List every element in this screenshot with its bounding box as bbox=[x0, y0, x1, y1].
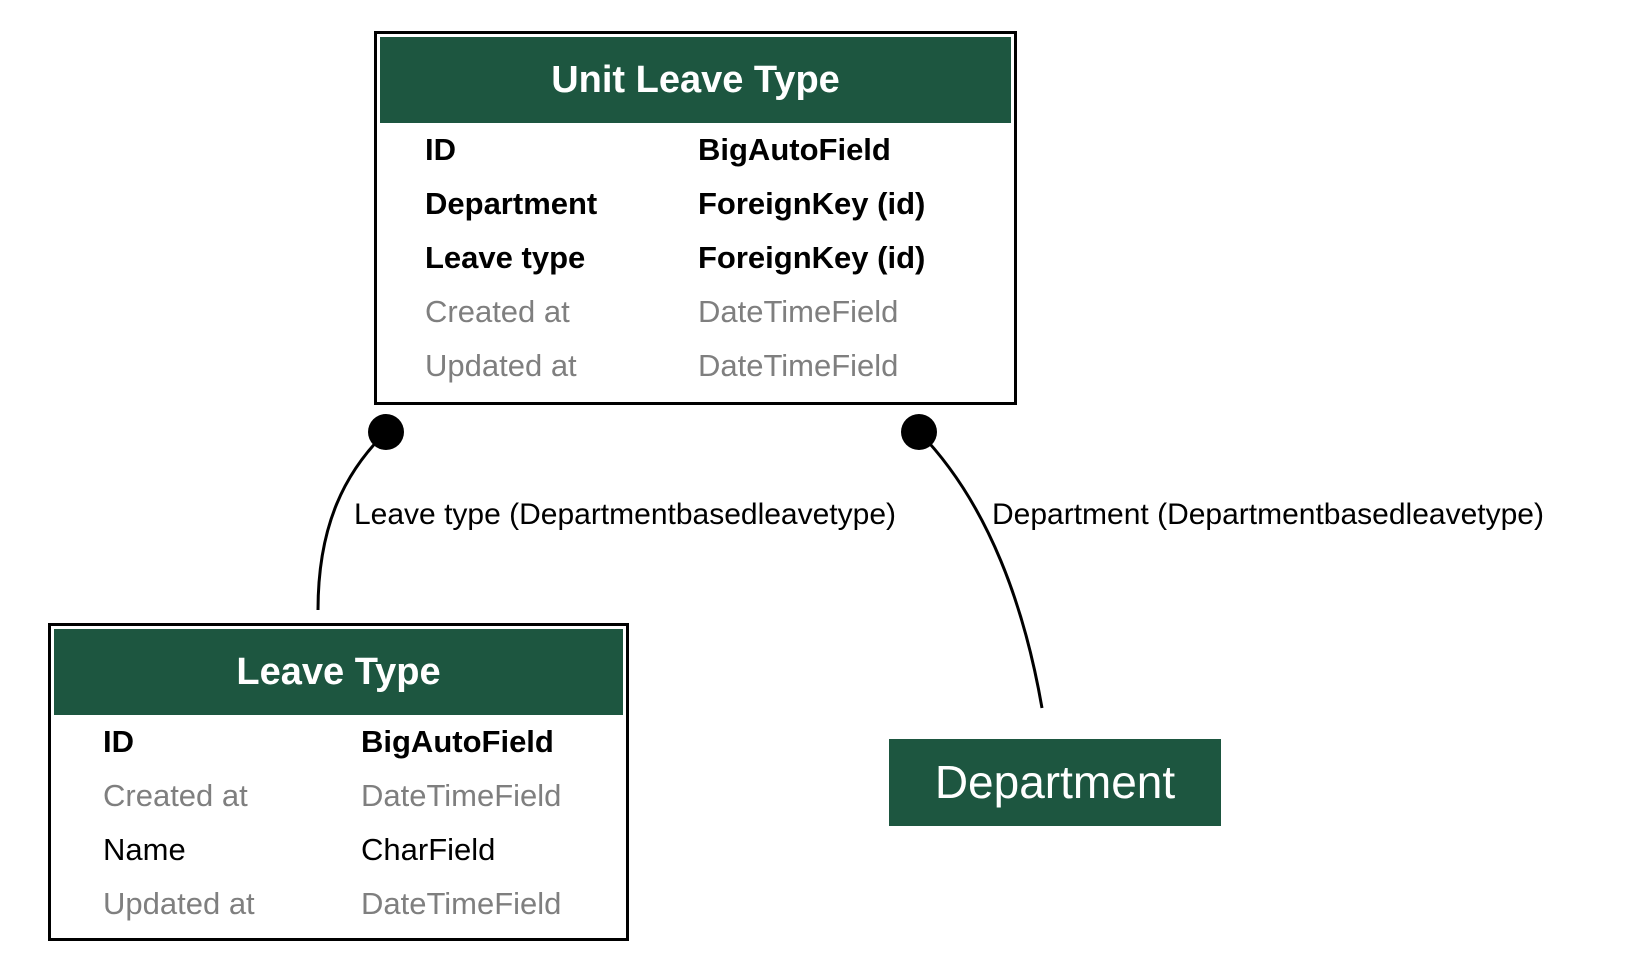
field-type: DateTimeField bbox=[361, 778, 562, 813]
field-row: ID BigAutoField bbox=[380, 123, 1011, 177]
field-name: Name bbox=[103, 832, 186, 867]
field-row: Department ForeignKey (id) bbox=[380, 177, 1011, 231]
edge-leave-type-endpoint bbox=[368, 414, 404, 450]
field-name: Updated at bbox=[425, 348, 577, 383]
field-row: Updated at DateTimeField bbox=[54, 877, 623, 931]
field-row: Created at DateTimeField bbox=[54, 769, 623, 823]
field-row: Leave type ForeignKey (id) bbox=[380, 231, 1011, 285]
field-type: BigAutoField bbox=[361, 724, 554, 759]
field-row: Name CharField bbox=[54, 823, 623, 877]
entity-leave-type[interactable]: Leave Type ID BigAutoField Created at Da… bbox=[48, 623, 629, 941]
field-row: Created at DateTimeField bbox=[380, 285, 1011, 339]
field-row: Updated at DateTimeField bbox=[380, 339, 1011, 393]
field-row: ID BigAutoField bbox=[54, 715, 623, 769]
field-name: Updated at bbox=[103, 886, 255, 921]
entity-unit-leave-type[interactable]: Unit Leave Type ID BigAutoField Departme… bbox=[374, 31, 1017, 405]
field-name: ID bbox=[425, 132, 456, 167]
edge-leave-type bbox=[316, 430, 388, 611]
edge-department bbox=[917, 430, 1044, 709]
field-type: DateTimeField bbox=[361, 886, 562, 921]
field-name: Department bbox=[425, 186, 598, 221]
field-type: ForeignKey (id) bbox=[698, 186, 926, 221]
edge-label-department: Department (Departmentbasedleavetype) bbox=[992, 498, 1544, 531]
field-name: Created at bbox=[103, 778, 248, 813]
entity-department[interactable]: Department bbox=[889, 739, 1221, 826]
field-type: DateTimeField bbox=[698, 294, 899, 329]
field-type: DateTimeField bbox=[698, 348, 899, 383]
edge-label-leave-type: Leave type (Departmentbasedleavetype) bbox=[354, 498, 896, 531]
field-name: ID bbox=[103, 724, 134, 759]
field-type: ForeignKey (id) bbox=[698, 240, 926, 275]
edge-department-endpoint bbox=[901, 414, 937, 450]
field-name: Leave type bbox=[425, 240, 586, 275]
entity-title: Leave Type bbox=[54, 629, 623, 715]
field-type: CharField bbox=[361, 832, 496, 867]
entity-title: Unit Leave Type bbox=[380, 37, 1011, 123]
field-type: BigAutoField bbox=[698, 132, 891, 167]
field-name: Created at bbox=[425, 294, 570, 329]
